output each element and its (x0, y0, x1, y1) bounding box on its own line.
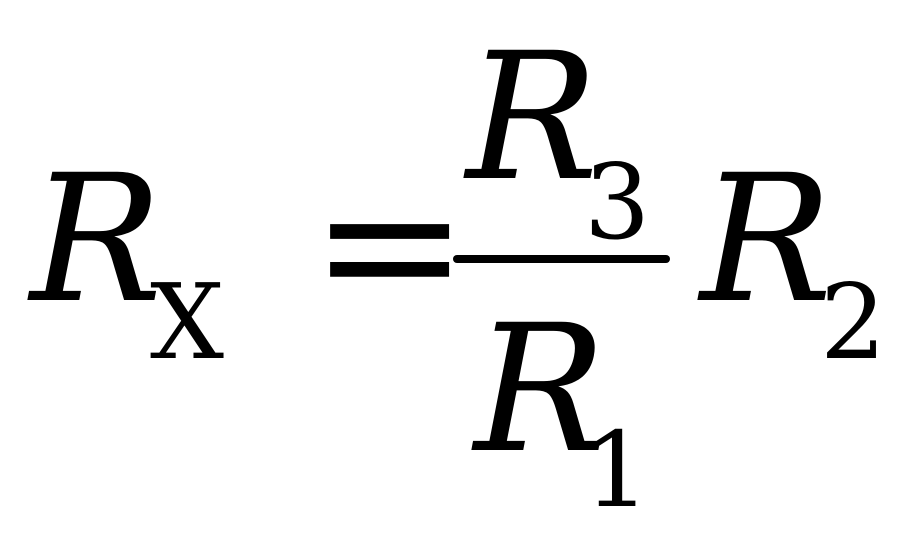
equals-sign: = (310, 134, 470, 355)
lhs-subscript: X (150, 261, 225, 383)
numerator-symbol: R (466, 15, 599, 220)
denominator-subscript: 1 (584, 409, 651, 531)
factor-symbol: R (700, 137, 833, 342)
lhs-symbol: R (30, 137, 163, 342)
factor-subscript: 2 (820, 261, 887, 383)
denominator-symbol: R (474, 287, 607, 492)
fraction-bar (453, 255, 670, 263)
numerator-subscript: 3 (584, 141, 651, 263)
